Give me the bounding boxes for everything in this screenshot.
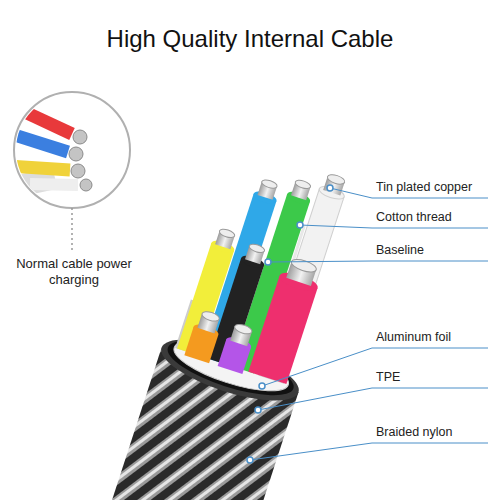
part-label: Tin plated copper [376,180,496,196]
leader-line [268,261,488,262]
inset-leader [71,208,73,250]
part-label: Baseline [376,243,496,259]
part-label: Aluminum foil [376,330,496,346]
leader-dot [247,457,253,463]
leader-dot [265,259,271,265]
inset-label: Normal cable power charging [12,256,136,289]
part-label: Cotton thread [376,210,496,226]
wire [184,309,224,364]
leader-lines [250,188,488,460]
inset-circle [14,92,130,208]
wire [218,321,257,374]
inset-red-wire [10,105,72,134]
leader-line [250,443,488,460]
cable [94,140,366,500]
inset-conductor [73,130,87,144]
inset-white-wire [30,184,78,185]
leader-line [262,348,488,386]
inset-conductor [71,164,85,178]
part-label: TPE [376,370,496,386]
wire [248,255,324,384]
leader-dots [247,185,333,463]
leader-dot [297,222,303,228]
leader-dot [259,383,265,389]
normal-cable-inset [0,92,130,250]
inset-blue-wire [5,132,68,152]
part-label: Braided nylon [376,425,496,441]
inset-conductor [69,147,83,161]
leader-line [258,388,488,410]
leader-line [300,225,488,228]
inset-yellow-wire [8,166,70,170]
leader-dot [255,407,261,413]
leader-dot [327,185,333,191]
diagram-title: High Quality Internal Cable [0,24,500,54]
inset-conductor [80,179,92,191]
